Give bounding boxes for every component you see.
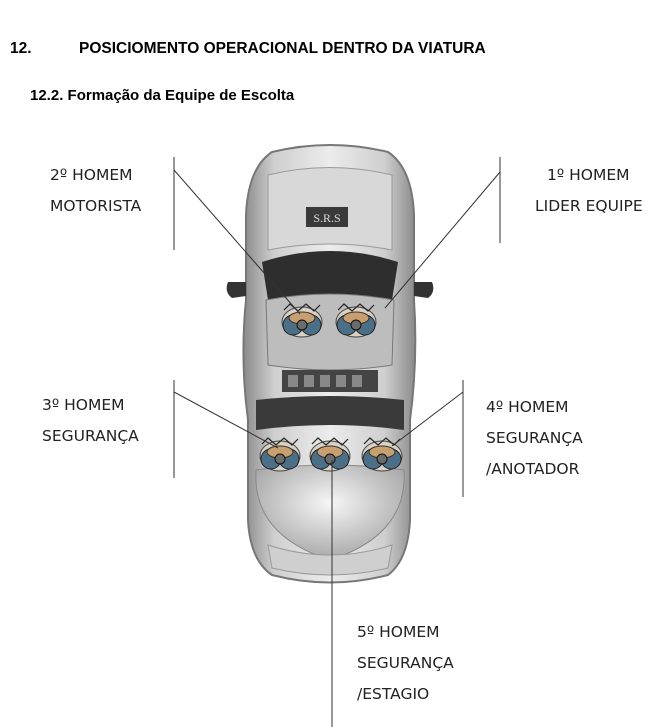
position-5-role: SEGURANÇA bbox=[357, 654, 454, 672]
leader-lines bbox=[173, 157, 501, 727]
position-2-role: MOTORISTA bbox=[50, 197, 142, 215]
position-5-role-extra: /ESTAGIO bbox=[357, 685, 430, 703]
car-body: S.R.S bbox=[226, 144, 434, 584]
section-number: 12. bbox=[10, 40, 32, 57]
position-1-role: LIDER EQUIPE bbox=[535, 197, 643, 215]
position-5-rank: 5º HOMEM bbox=[357, 623, 440, 641]
position-1-rank: 1º HOMEM bbox=[547, 166, 630, 184]
position-4-role-extra: /ANOTADOR bbox=[486, 460, 580, 478]
position-4-rank: 4º HOMEM bbox=[486, 398, 569, 416]
position-3-role: SEGURANÇA bbox=[42, 427, 139, 445]
position-2-rank: 2º HOMEM bbox=[50, 166, 133, 184]
roof-sign-text: S.R.S bbox=[313, 211, 340, 225]
section-heading: 12. POSICIOMENTO OPERACIONAL DENTRO DA V… bbox=[10, 40, 486, 58]
position-4-label: 4º HOMEM SEGURANÇA /ANOTADOR bbox=[486, 392, 583, 485]
position-5-label: 5º HOMEM SEGURANÇA /ESTAGIO bbox=[357, 617, 454, 710]
position-2-label: 2º HOMEM MOTORISTA bbox=[50, 160, 141, 222]
position-1-label: 1º HOMEM LIDER EQUIPE bbox=[535, 160, 643, 222]
section-title: POSICIOMENTO OPERACIONAL DENTRO DA VIATU… bbox=[79, 40, 486, 57]
position-3-rank: 3º HOMEM bbox=[42, 396, 125, 414]
position-4-role: SEGURANÇA bbox=[486, 429, 583, 447]
position-3-label: 3º HOMEM SEGURANÇA bbox=[42, 390, 139, 452]
subsection-title: 12.2. Formação da Equipe de Escolta bbox=[30, 87, 295, 104]
